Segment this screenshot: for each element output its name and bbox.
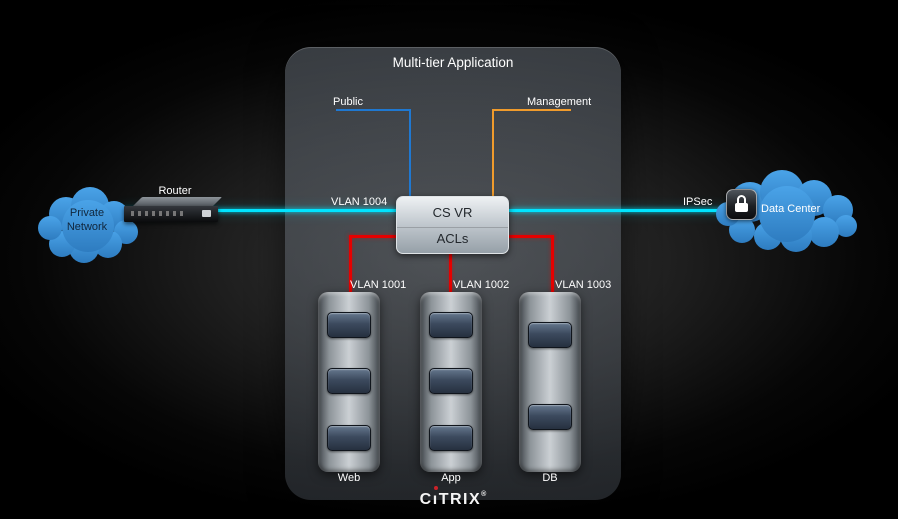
- registered-mark: ®: [481, 491, 487, 498]
- tier-label-db: DB: [542, 472, 558, 484]
- private-network-cloud: [36, 180, 144, 272]
- server-module: [327, 368, 371, 394]
- ipsec-link-label: IPSec: [683, 196, 713, 208]
- public-link-label: Public: [333, 96, 363, 108]
- router-front-face: [124, 206, 218, 222]
- vlan-1001-link-line: [349, 235, 352, 293]
- vlan-1004-link-label: VLAN 1004: [331, 196, 388, 208]
- tier-label-web: Web: [337, 472, 361, 484]
- cs-vr-label: CS VR: [432, 205, 473, 220]
- router-device-icon: [116, 196, 222, 228]
- management-link-line: [492, 109, 571, 111]
- cloud-shape: [38, 187, 138, 263]
- vlan-1003-link-line: [509, 235, 554, 238]
- management-link-label: Management: [527, 96, 592, 108]
- vlan-1001-label: VLAN 1001: [350, 279, 407, 291]
- server-module: [327, 425, 371, 451]
- lock-body: [735, 203, 748, 212]
- logo-red-dot-i: ı: [432, 491, 439, 508]
- public-link-line: [409, 109, 411, 197]
- vlan-1003-link-line: [551, 235, 554, 293]
- server-module: [429, 312, 473, 338]
- lock-icon: [726, 189, 757, 220]
- panel-title: Multi-tier Application: [392, 55, 514, 70]
- server-module: [528, 404, 572, 430]
- acls-label: ACLs: [397, 227, 508, 246]
- server-module: [429, 368, 473, 394]
- private-network-label: Private Network: [66, 207, 108, 233]
- tier-stack-web: [318, 292, 380, 472]
- tier-stack-app: [420, 292, 482, 472]
- cs-vr-node: CS VR ACLs: [396, 196, 509, 254]
- cloud-shape: [716, 170, 857, 252]
- vlan-1001-link-line: [349, 235, 397, 238]
- server-module: [327, 312, 371, 338]
- tier-label-app: App: [441, 472, 461, 484]
- public-link-line: [336, 109, 411, 111]
- logo-text-post: TRIX: [438, 491, 482, 508]
- data-center-label: Data Center: [761, 203, 821, 215]
- server-module: [429, 425, 473, 451]
- router-label: Router: [158, 185, 192, 197]
- vlan-1002-label: VLAN 1002: [453, 279, 510, 291]
- management-link-line: [492, 109, 494, 197]
- ipsec-link-line: [509, 209, 745, 212]
- server-module: [528, 322, 572, 348]
- vlan-1002-link-line: [449, 253, 452, 293]
- vlan-1003-label: VLAN 1003: [555, 279, 612, 291]
- data-center-cloud: [712, 164, 864, 259]
- lock-shackle: [737, 195, 746, 203]
- citrix-logo: CıTRIX®: [285, 491, 621, 509]
- logo-text-pre: C: [419, 491, 433, 508]
- tier-stack-db: [519, 292, 581, 472]
- vlan-1004-link-line: [120, 209, 397, 212]
